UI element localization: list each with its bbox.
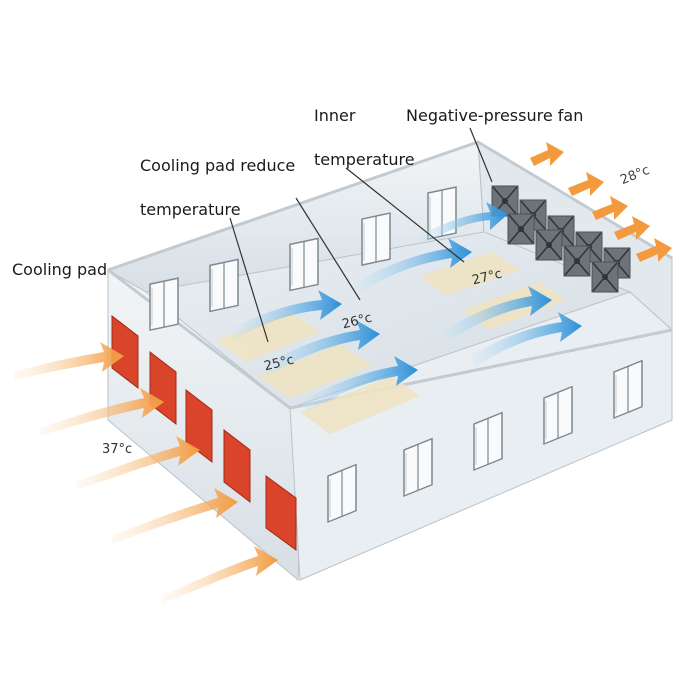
negative-pressure-fan-label: Negative-pressure fan: [406, 106, 584, 125]
inner-temperature-label-line1: Inner: [314, 106, 356, 125]
cooling-pad-reduce-label-line2: temperature: [140, 200, 241, 219]
cooling-pad-label: Cooling pad: [12, 260, 108, 279]
leader-inner-temperature: [345, 167, 465, 263]
leader-26: [295, 197, 361, 301]
roof-rim: [107, 140, 673, 272]
window-icon: [149, 277, 179, 331]
window-icon: [361, 212, 391, 266]
leader-fan: [469, 127, 493, 183]
warm-air-arrows: [14, 342, 278, 604]
window-icon: [209, 258, 239, 313]
exhaust-arrows: [530, 142, 672, 262]
leader-cooling-pad-reduce: [229, 217, 269, 343]
inner-temperature-label-line2: temperature: [314, 150, 415, 169]
window-icon: [289, 237, 319, 292]
outside-temperature: 37°c: [102, 442, 133, 457]
cool-air-arrows: [230, 202, 582, 412]
cooling-pad-reduce-label-line1: Cooling pad reduce: [140, 156, 296, 175]
label-leader-lines: [229, 127, 493, 343]
